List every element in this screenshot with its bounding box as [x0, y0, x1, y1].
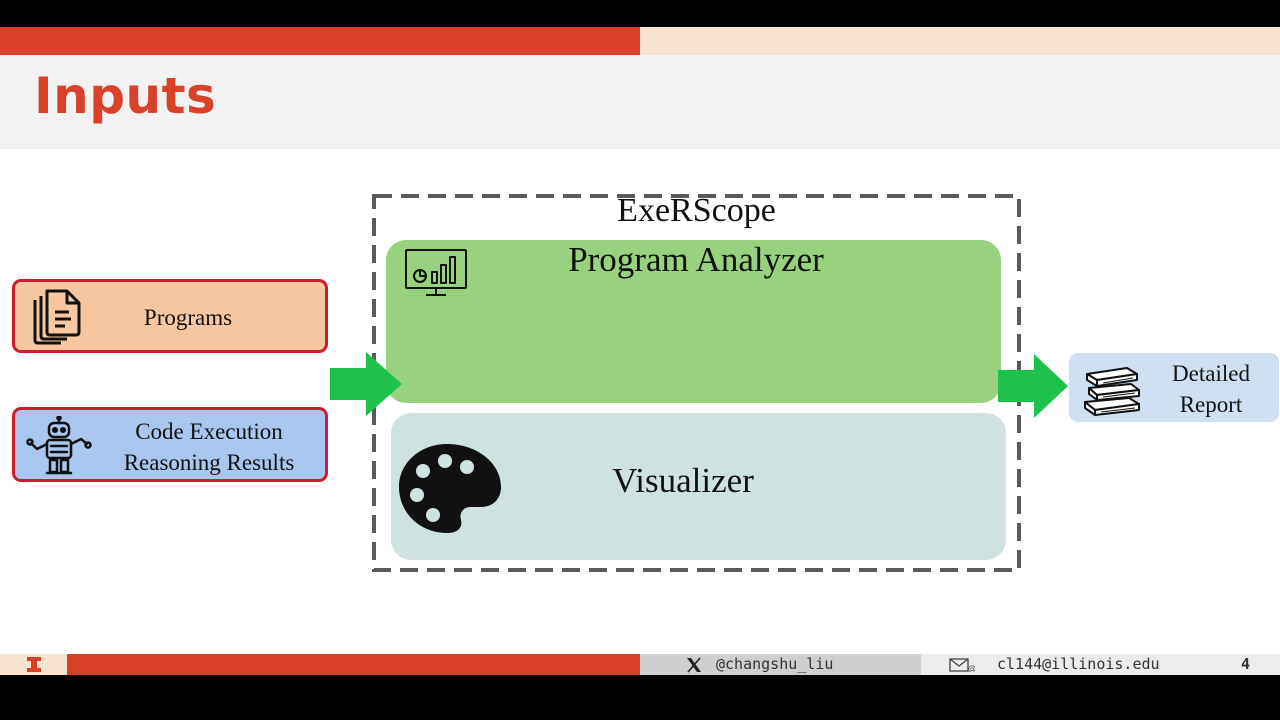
detailed-report-label-line1: Detailed	[1172, 361, 1250, 386]
code-execution-input-box: Code Execution Reasoning Results	[12, 407, 328, 482]
footer: @changshu_liu @ cl144@illinois.edu 4	[0, 654, 1280, 675]
program-analyzer-box: Program Analyzer	[386, 240, 1001, 403]
code-execution-label-line2: Reasoning Results	[123, 450, 295, 475]
output-arrow	[998, 354, 1068, 418]
page-number: 4	[1241, 655, 1251, 673]
books-icon	[1084, 367, 1140, 416]
x-logo-icon	[687, 657, 701, 673]
palette-icon	[399, 444, 501, 533]
footer-twitter-area: @changshu_liu	[640, 654, 921, 675]
email-icon: @	[949, 658, 975, 672]
email-address[interactable]: cl144@illinois.edu	[997, 655, 1160, 673]
footer-red-bar	[67, 654, 640, 675]
code-execution-label-line1: Code Execution	[135, 419, 283, 444]
slide: Inputs Programs	[0, 27, 1280, 675]
visualizer-label: Visualizer	[612, 461, 754, 500]
document-stack-icon	[33, 289, 81, 345]
programs-label: Programs	[143, 305, 233, 330]
footer-email-area: @ cl144@illinois.edu 4	[921, 654, 1280, 675]
robot-icon	[26, 416, 92, 475]
program-analyzer-label: Program Analyzer	[568, 240, 824, 279]
twitter-handle[interactable]: @changshu_liu	[716, 655, 834, 673]
top-accent-bar-light	[640, 27, 1280, 55]
slide-title: Inputs	[34, 67, 217, 125]
detailed-report-box: Detailed Report	[1069, 353, 1279, 422]
code-execution-label: Code Execution Reasoning Results	[97, 416, 321, 478]
footer-logo-area	[0, 654, 67, 675]
svg-text:@: @	[968, 664, 975, 672]
input-arrow	[330, 352, 402, 416]
programs-input-box: Programs	[12, 279, 328, 353]
detailed-report-label: Detailed Report	[1149, 358, 1273, 420]
visualizer-box: Visualizer	[391, 413, 1006, 560]
detailed-report-label-line2: Report	[1179, 392, 1243, 417]
top-accent-bar	[0, 27, 640, 55]
illinois-logo-icon	[27, 657, 41, 672]
system-name: ExeRScope	[617, 192, 776, 229]
monitor-chart-icon	[405, 249, 467, 296]
slide-header	[0, 55, 1280, 149]
